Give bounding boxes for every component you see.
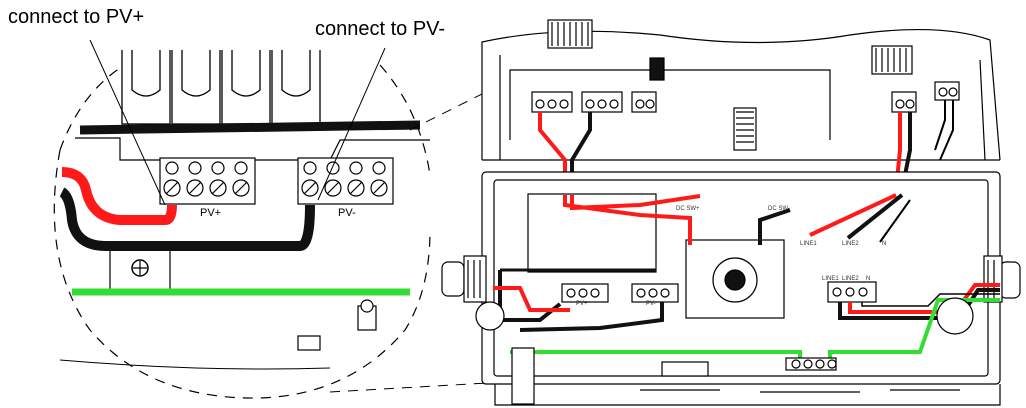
terminal-pv-minus-zoom — [297, 157, 394, 205]
positive-wire-zoom — [61, 167, 177, 225]
terminal-label-n: N — [866, 276, 870, 282]
dc-switch — [685, 239, 785, 319]
negative-wire-zoom — [59, 187, 315, 251]
zoom-label-pv-plus: PV+ — [200, 207, 221, 219]
breakers-zoom — [121, 50, 321, 125]
board-label-dc-minus: DC SW- — [768, 206, 790, 212]
inverter-unit — [441, 19, 1021, 406]
board-label-n: N — [882, 241, 886, 247]
terminal-pv-plus-zoom — [159, 157, 256, 205]
left-gland-icon — [441, 261, 465, 297]
board-labels: PV+ PV- DC SW+ DC SW- LINE1 LINE2 N LINE… — [576, 206, 886, 307]
board-label-dc-plus: DC SW+ — [676, 206, 700, 212]
right-gland-icon — [999, 261, 1021, 299]
leader-pv-minus — [317, 47, 386, 201]
negative-wire-top — [79, 120, 421, 135]
callout-pv-plus: connect to PV+ — [8, 6, 145, 28]
board-label-line1: LINE1 — [800, 241, 817, 247]
leader-pv-plus — [89, 39, 166, 206]
board-label-pv-plus: PV+ — [576, 301, 588, 307]
zoom-outline — [53, 149, 431, 399]
zoom-detail: PV+ PV- — [53, 39, 506, 399]
ac-terminal — [827, 281, 877, 303]
pv-minus-terminal-main — [631, 283, 679, 303]
pv-plus-terminal-main — [561, 283, 609, 303]
terminal-label-line1: LINE1 — [822, 276, 839, 282]
upper-terminals — [531, 81, 960, 113]
terminal-label-line2: LINE2 — [842, 276, 859, 282]
board-label-pv-minus: PV- — [646, 301, 656, 307]
callout-pv-minus: connect to PV- — [315, 18, 446, 40]
board-label-line2: LINE2 — [842, 241, 859, 247]
zoom-label-pv-minus: PV- — [338, 207, 356, 219]
